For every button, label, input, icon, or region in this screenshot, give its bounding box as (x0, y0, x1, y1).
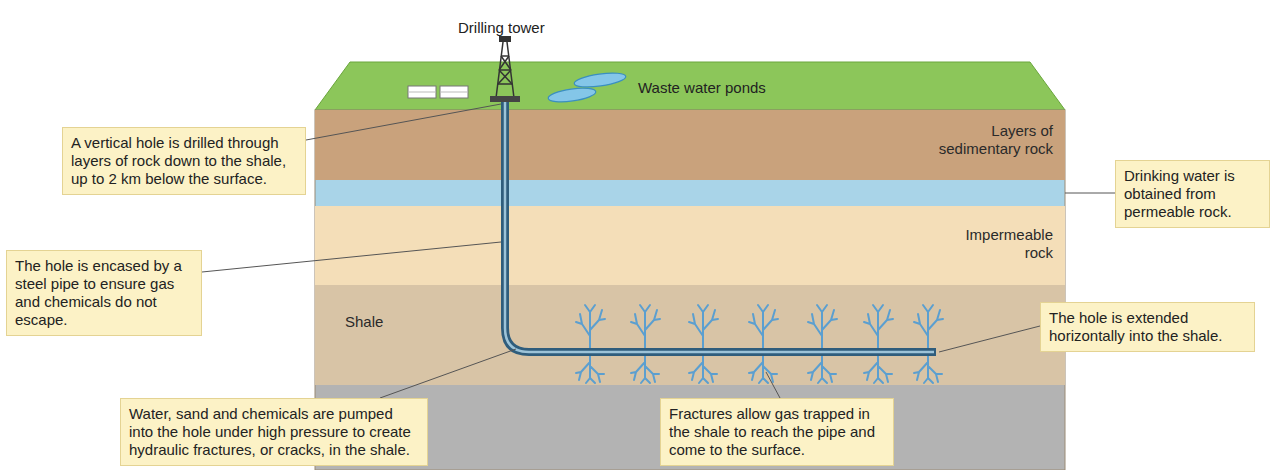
leader-lines (202, 104, 1115, 398)
site-container (440, 86, 468, 98)
aquifer-layer (315, 180, 1065, 206)
tower-brace (501, 55, 509, 57)
rock-layer-band: Shale (315, 285, 1065, 385)
ground-surface (315, 62, 1065, 110)
drawing-label: Waste water ponds (638, 79, 766, 97)
callout-text: A vertical hole is drilled through layer… (71, 134, 297, 188)
waste-pond (573, 70, 626, 89)
drawing-label: Drilling tower (458, 19, 545, 37)
callout-box: Water, sand and chemicals are pumped int… (120, 398, 428, 466)
container-detail (440, 92, 468, 93)
layer-label: Impermeable rock (953, 226, 1053, 262)
tower-brace (498, 70, 511, 84)
callout-text: The hole is extended horizontally into t… (1049, 309, 1246, 345)
tower-base (490, 96, 520, 102)
callout-box: A vertical hole is drilled through layer… (62, 127, 306, 195)
callout-text: Water, sand and chemicals are pumped int… (129, 405, 419, 459)
site-container (408, 86, 436, 98)
rock-layer-band: Impermeable rock (315, 206, 1065, 285)
callout-box: Fractures allow gas trapped in the shale… (660, 398, 894, 466)
callout-text: Fractures allow gas trapped in the shale… (669, 405, 885, 459)
rock-layer-band: Layers of sedimentary rock (315, 110, 1065, 180)
drilling-tower (496, 42, 514, 98)
callout-box: Drinking water is obtained from permeabl… (1115, 160, 1270, 228)
callout-text: Drinking water is obtained from permeabl… (1124, 167, 1261, 221)
tower-brace (499, 56, 509, 70)
leader-line (1065, 193, 1115, 194)
tower-brace (499, 70, 512, 84)
tower-brace (498, 83, 512, 85)
tower-crown (499, 36, 511, 42)
callout-box: The hole is encased by a steel pipe to e… (6, 250, 202, 336)
layer-label: Shale (345, 313, 465, 331)
tower-leg (507, 42, 514, 98)
callout-box: The hole is extended horizontally into t… (1040, 302, 1255, 352)
callout-text: The hole is encased by a steel pipe to e… (15, 257, 193, 329)
tower-brace (499, 69, 511, 71)
layer-label: Layers of sedimentary rock (933, 122, 1053, 158)
tower-brace (501, 56, 511, 70)
waste-pond (547, 86, 596, 105)
container-detail (408, 92, 436, 93)
tower-leg (496, 42, 503, 98)
